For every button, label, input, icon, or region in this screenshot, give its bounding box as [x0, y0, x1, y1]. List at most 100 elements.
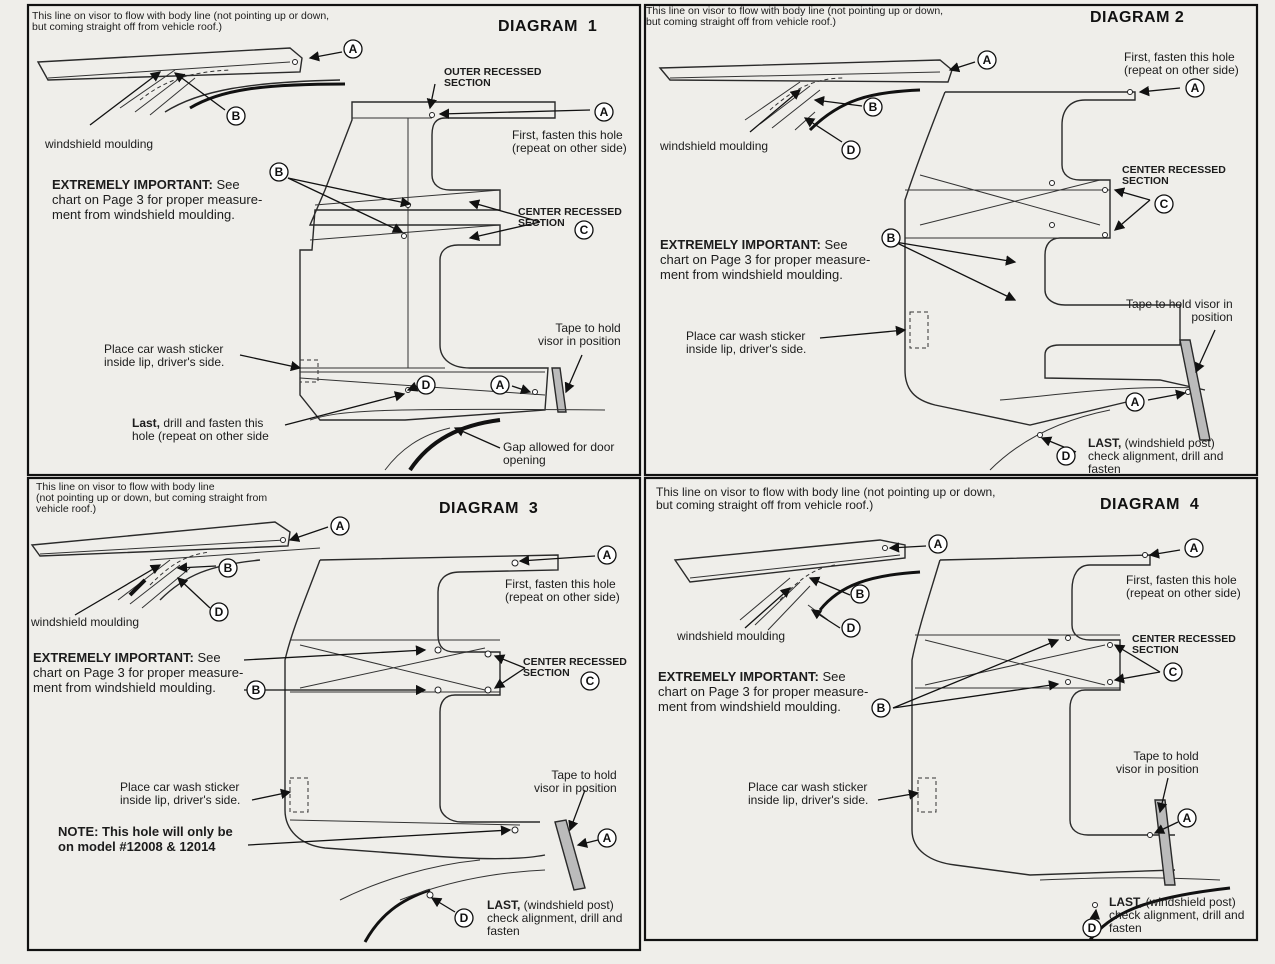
callout-circle — [246, 680, 266, 700]
leader-arrow — [287, 177, 412, 208]
leader-arrow — [744, 587, 791, 629]
fastener-hole — [1102, 232, 1108, 238]
leader-arrow — [173, 72, 226, 111]
diagram3-frame — [26, 476, 642, 952]
leader-arrow — [426, 83, 437, 110]
leader-arrow — [438, 108, 591, 119]
callout-letter-a: A — [603, 831, 612, 845]
leader-arrow — [284, 391, 406, 426]
fastener-hole — [1092, 902, 1098, 908]
callout-letter-a: A — [349, 42, 358, 56]
leader-arrow — [888, 542, 927, 553]
callout-letter-a: A — [1190, 541, 1199, 555]
fastener-hole — [1065, 679, 1071, 685]
leader-arrow — [568, 789, 586, 832]
d2-center-recessed: CENTER RECESSED SECTION — [1122, 164, 1226, 187]
callout-letter-c: C — [1160, 197, 1169, 211]
d1-visor-note: This line on visor to flow with body lin… — [32, 10, 330, 33]
callout-letter-b: B — [856, 587, 865, 601]
fastener-hole — [511, 559, 519, 567]
d4-first-fasten: First, fasten this hole (repeat on other… — [1126, 573, 1241, 600]
fastener-hole — [1107, 642, 1113, 648]
callout-circle — [1184, 538, 1204, 558]
leader-arrow — [894, 241, 1017, 266]
leader-arrow — [518, 555, 596, 566]
callout-circle — [330, 516, 350, 536]
leader-arrow — [892, 680, 1060, 709]
callout-letter-b: B — [252, 683, 261, 697]
callout-circle — [597, 828, 617, 848]
d1-center-recessed: CENTER RECESSED SECTION — [518, 206, 622, 229]
leader-arrow — [877, 789, 920, 801]
callout-letter-d: D — [847, 143, 856, 157]
callout-circle — [1056, 446, 1076, 466]
callout-letter-d: D — [1062, 449, 1071, 463]
d2-title: DIAGRAM 2 — [1090, 9, 1185, 26]
leader-arrow — [1114, 199, 1151, 231]
callout-circle — [841, 140, 861, 160]
callout-letter-b: B — [869, 100, 878, 114]
fastener-hole — [434, 646, 442, 654]
d1-windshield-label: windshield moulding — [45, 137, 154, 151]
d3-tape-note: Tape to hold visor in position — [534, 768, 617, 795]
fastener-hole — [484, 650, 492, 658]
d1-outer-recessed: OUTER RECESSED SECTION — [444, 66, 542, 89]
callout-circle — [1125, 392, 1145, 412]
leader-arrow — [247, 825, 512, 846]
d2-first-fasten: First, fasten this hole (repeat on other… — [1124, 50, 1239, 77]
fastener-hole — [434, 686, 442, 694]
callout-letter-d: D — [1088, 921, 1097, 935]
fastener-hole — [484, 686, 492, 694]
fastener-hole — [401, 233, 407, 239]
leader-arrow — [1113, 187, 1151, 201]
d4-center-recessed: CENTER RECESSED SECTION — [1132, 633, 1236, 656]
fastener-hole — [1107, 679, 1113, 685]
leader-arrow — [453, 426, 501, 449]
leader-arrow — [1113, 644, 1161, 673]
leader-arrow — [749, 89, 801, 133]
leader-arrow — [1153, 821, 1179, 834]
d4-visor-note: This line on visor to flow with body lin… — [656, 485, 996, 512]
callout-circle — [226, 106, 246, 126]
leader-arrow — [1147, 389, 1187, 401]
d4-last-note: LAST, (windshield post) check alignment,… — [1109, 895, 1245, 935]
d1-title: DIAGRAM 1 — [498, 18, 598, 35]
leader-arrow — [468, 221, 541, 242]
d4-windshield-label: windshield moulding — [677, 629, 786, 643]
leader-arrow — [177, 577, 211, 609]
leader-arrow — [251, 788, 292, 801]
leader-arrow — [74, 564, 162, 616]
fastener-hole — [532, 389, 538, 395]
callout-letter-b: B — [275, 165, 284, 179]
leader-arrow — [239, 354, 302, 372]
callout-letter-d: D — [460, 911, 469, 925]
leader-arrow — [892, 638, 1060, 709]
leader-arrow — [243, 645, 427, 661]
leader-arrow — [430, 897, 456, 913]
callout-circle — [454, 908, 474, 928]
leader-arrow — [493, 667, 526, 689]
d3-center-recessed: CENTER RECESSED SECTION — [523, 656, 627, 679]
callout-circle — [1082, 918, 1102, 938]
callout-circle — [594, 102, 614, 122]
d3-model-note: NOTE: This hole will only be on model #1… — [58, 824, 233, 854]
d4-tape-note: Tape to hold visor in position — [1116, 749, 1199, 776]
callout-letter-d: D — [422, 378, 431, 392]
d2-last-note: LAST, (windshield post) check alignment,… — [1088, 436, 1224, 476]
callout-circle — [1154, 194, 1174, 214]
d1-first-fasten: First, fasten this hole (repeat on other… — [512, 128, 627, 155]
callout-letter-a: A — [1191, 81, 1200, 95]
fastener-hole — [1102, 187, 1108, 193]
callout-circle — [881, 228, 901, 248]
callout-circle — [343, 39, 363, 59]
callout-letter-a: A — [934, 537, 943, 551]
d3-first-fasten: First, fasten this hole (repeat on other… — [505, 577, 620, 604]
callout-circle — [928, 534, 948, 554]
callout-letter-c: C — [1169, 665, 1178, 679]
callout-letter-d: D — [215, 605, 224, 619]
d2-important-note: EXTREMELY IMPORTANT: See chart on Page 3… — [660, 237, 871, 282]
callout-circle — [416, 375, 436, 395]
leader-arrow — [803, 117, 843, 143]
leader-arrow — [948, 61, 976, 73]
